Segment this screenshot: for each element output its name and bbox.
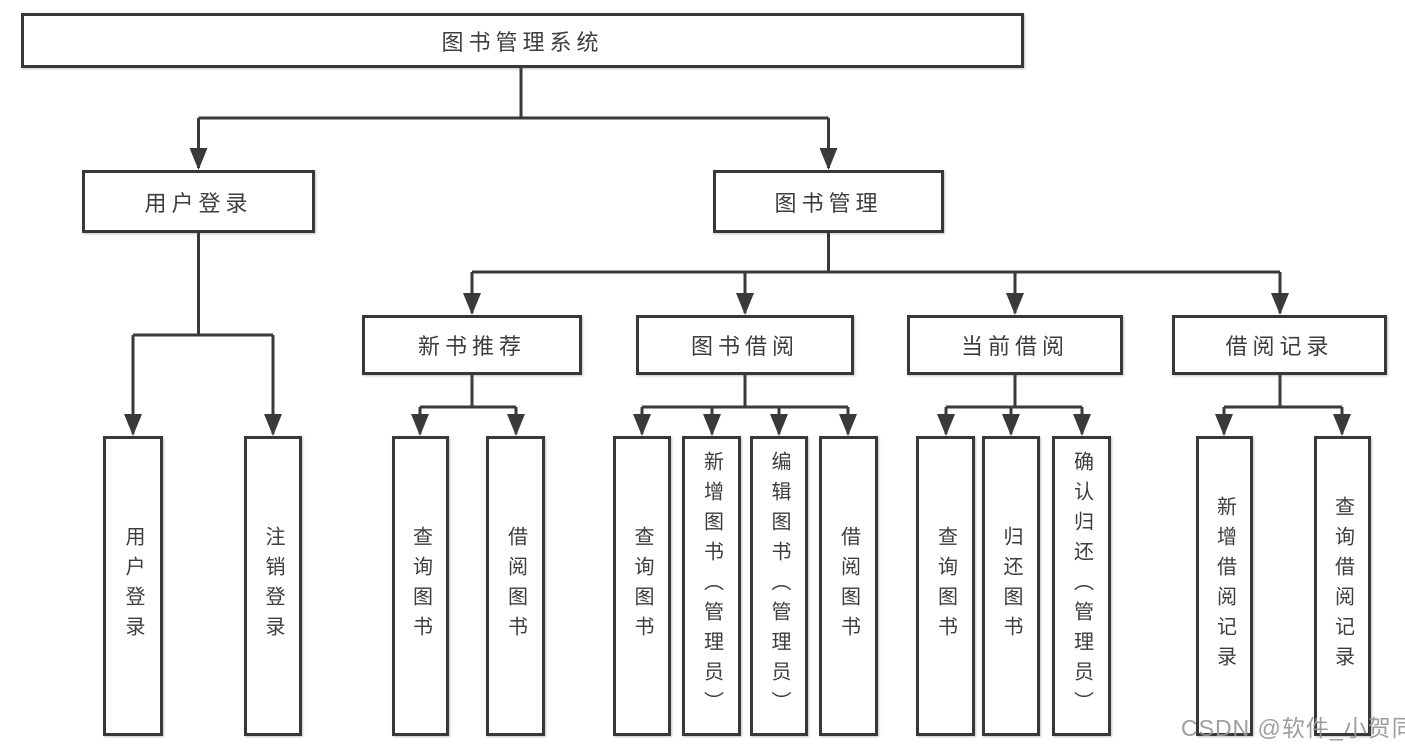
node-label: 新增借阅记录 xyxy=(1213,496,1236,676)
connector-bookborrow-to-leaves xyxy=(640,375,850,434)
connector-root-to-level2 xyxy=(197,68,830,168)
leaf-query-books-current: 查询图书 xyxy=(916,436,975,736)
node-book-management: 图书管理 xyxy=(713,170,944,233)
node-label: 查询借阅记录 xyxy=(1331,496,1354,676)
arrowhead xyxy=(839,414,857,436)
node-label: 编辑图书（管理员） xyxy=(768,451,790,721)
arrowhead xyxy=(770,414,788,436)
node-label: 当前借阅 xyxy=(960,334,1069,359)
leaf-borrow-books-borrow: 借阅图书 xyxy=(819,436,878,736)
node-label: 图书管理 xyxy=(774,190,883,216)
arrowhead xyxy=(1271,293,1289,315)
arrowhead xyxy=(507,414,525,436)
node-current-borrow: 当前借阅 xyxy=(907,315,1123,375)
leaf-add-book-admin: 新增图书（管理员） xyxy=(682,436,741,736)
connector-borrowrecords-to-leaves xyxy=(1222,375,1344,434)
arrowhead xyxy=(703,414,721,436)
arrowhead xyxy=(1002,414,1020,436)
leaf-add-borrow-record: 新增借阅记录 xyxy=(1196,436,1253,736)
arrowhead xyxy=(264,414,282,436)
node-borrow-records: 借阅记录 xyxy=(1172,315,1387,375)
node-label: 归还图书 xyxy=(1000,526,1022,646)
arrowhead xyxy=(1215,414,1233,436)
connector-userlogin-to-leaves xyxy=(131,233,275,434)
leaf-return-book: 归还图书 xyxy=(982,436,1040,736)
node-label: 查询图书 xyxy=(409,526,432,646)
node-label: 注销登录 xyxy=(262,526,284,646)
watermark-text: CSDN @软件_小贺同学 xyxy=(1181,715,1405,741)
node-label: 新书推荐 xyxy=(417,334,526,359)
arrowhead xyxy=(1006,293,1024,315)
arrowhead xyxy=(819,148,838,170)
node-root: 图书管理系统 xyxy=(21,13,1024,68)
node-label: 图书借阅 xyxy=(690,334,799,359)
node-label: 用户登录 xyxy=(144,190,253,216)
node-label: 查询图书 xyxy=(934,526,957,646)
node-label: 用户登录 xyxy=(122,526,144,646)
node-user-login-branch: 用户登录 xyxy=(82,170,315,233)
leaf-query-borrow-record: 查询借阅记录 xyxy=(1314,436,1371,736)
leaf-user-login: 用户登录 xyxy=(103,436,163,736)
leaf-borrow-books-recommend: 借阅图书 xyxy=(486,436,545,736)
arrowhead xyxy=(463,293,481,315)
node-label: 查询图书 xyxy=(631,526,653,646)
node-book-borrow: 图书借阅 xyxy=(636,315,854,375)
node-new-book-recommend: 新书推荐 xyxy=(362,315,582,375)
arrowhead xyxy=(124,414,142,436)
leaf-query-books-recommend: 查询图书 xyxy=(392,436,449,736)
arrowhead xyxy=(1333,414,1351,436)
node-label: 借阅图书 xyxy=(837,526,860,646)
connector-newbook-to-leaves xyxy=(418,375,518,434)
leaf-query-books-borrow: 查询图书 xyxy=(613,436,671,736)
arrowhead xyxy=(411,414,429,436)
arrowhead xyxy=(937,414,955,436)
node-label: 新增图书（管理员） xyxy=(700,451,723,721)
connector-bookmgmt-to-level3 xyxy=(470,233,1282,313)
node-root-label: 图书管理系统 xyxy=(441,29,604,55)
node-label: 借阅记录 xyxy=(1225,334,1334,359)
node-label: 借阅图书 xyxy=(504,526,527,646)
leaf-confirm-return-admin: 确认归还（管理员） xyxy=(1052,436,1111,736)
node-label: 确认归还（管理员） xyxy=(1070,451,1093,721)
leaf-logout: 注销登录 xyxy=(244,436,302,736)
arrowhead xyxy=(189,148,208,170)
arrowhead xyxy=(736,293,754,315)
arrowhead xyxy=(1073,414,1091,436)
leaf-edit-book-admin: 编辑图书（管理员） xyxy=(750,436,808,736)
arrowhead xyxy=(633,414,651,436)
